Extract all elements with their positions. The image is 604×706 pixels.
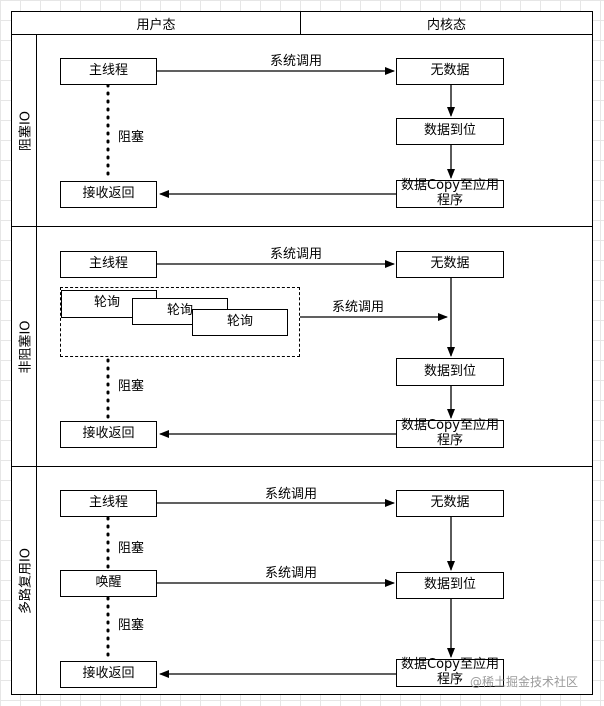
poll-box: 轮询: [192, 309, 288, 336]
blocked-label: 阻塞: [118, 618, 145, 633]
data-ready-box: 数据到位: [396, 358, 504, 386]
lane-label-nonblocking-io: 非阻塞IO: [11, 226, 37, 467]
blocked-label: 阻塞: [118, 379, 145, 394]
receive-return-box: 接收返回: [60, 181, 157, 208]
main-thread-box: 主线程: [60, 58, 157, 85]
polling-group: [60, 287, 300, 357]
copy-to-app-box: 数据Copy至应用程序: [396, 657, 504, 687]
receive-return-box: 接收返回: [60, 661, 157, 688]
main-thread-box: 主线程: [60, 490, 157, 517]
receive-return-box: 接收返回: [60, 421, 157, 448]
syscall-label: 系统调用: [270, 247, 323, 262]
no-data-box: 无数据: [396, 490, 504, 517]
wake-up-box: 唤醒: [60, 570, 157, 597]
data-ready-box: 数据到位: [396, 572, 504, 599]
user-mode-header: 用户态: [11, 11, 301, 35]
syscall-label: 系统调用: [270, 54, 323, 69]
poll-syscall-label: 系统调用: [332, 300, 385, 315]
syscall-label: 系统调用: [265, 566, 318, 581]
no-data-box: 无数据: [396, 58, 504, 85]
lane-label-blocking-io: 阻塞IO: [11, 34, 37, 227]
no-data-box: 无数据: [396, 251, 504, 278]
copy-to-app-box: 数据Copy至应用程序: [396, 418, 504, 448]
watermark: @稀土掘金技术社区: [470, 675, 579, 689]
copy-to-app-box: 数据Copy至应用程序: [396, 178, 504, 208]
main-thread-box: 主线程: [60, 251, 157, 278]
blocked-label: 阻塞: [118, 130, 145, 145]
blocked-label: 阻塞: [118, 541, 145, 556]
syscall-label: 系统调用: [265, 487, 318, 502]
data-ready-box: 数据到位: [396, 118, 504, 145]
